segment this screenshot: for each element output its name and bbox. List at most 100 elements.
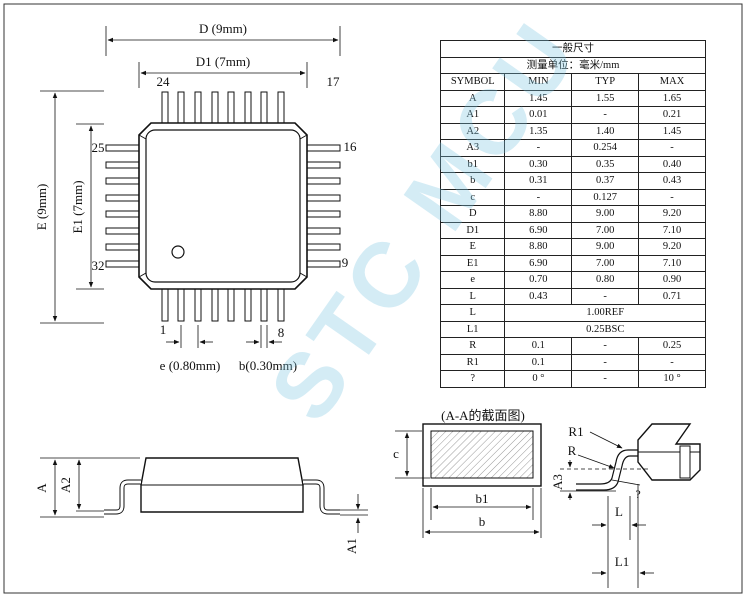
table-row: A3-0.254-	[439, 139, 706, 157]
pin-label-32: 32	[92, 258, 105, 273]
table-unit-row: 测量单位：毫米/mm	[440, 56, 706, 74]
pin-label-16: 16	[344, 139, 358, 154]
table-header-row: SYMBOL MIN TYP MAX	[439, 73, 706, 91]
table-cell-value: 0.43	[504, 287, 573, 305]
table-cell-symbol: L	[439, 287, 506, 305]
table-cell-symbol: e	[439, 271, 506, 289]
table-cell-symbol: A1	[439, 106, 506, 124]
detail-lead-top	[576, 449, 638, 485]
table-cell-value: 0.1	[504, 353, 573, 371]
dim-b-label: b	[479, 514, 486, 529]
table-cell-value: -	[504, 139, 573, 157]
table-cell-symbol: A	[439, 89, 506, 107]
table-cell-symbol: b	[439, 172, 506, 190]
table-unit: 测量单位：毫米/mm	[440, 56, 706, 74]
dim-b1-label: b1	[476, 491, 489, 506]
dim-d-label: D (9mm)	[199, 21, 247, 36]
table-cell-value: 0.37	[571, 172, 640, 190]
table-cell-value: 0.71	[638, 287, 706, 305]
right-leads	[303, 144, 341, 268]
a3-label: A3	[550, 474, 565, 490]
table-cell-value: 1.35	[504, 122, 573, 140]
table-cell-symbol: E1	[439, 254, 506, 272]
bottom-leads	[161, 287, 285, 322]
table-cell-symbol: c	[439, 188, 506, 206]
dim-e-label: E (9mm)	[34, 184, 49, 231]
table-cell-symbol: A2	[439, 122, 506, 140]
pin-label-24: 24	[157, 74, 171, 89]
pin-label-25: 25	[92, 140, 105, 155]
table-row: c-0.127-	[439, 188, 706, 206]
pin1-marker	[171, 245, 185, 259]
lead-width-label: b(0.30mm)	[239, 358, 297, 373]
table-cell-value: -	[571, 287, 640, 305]
table-cell-value: 6.90	[504, 221, 573, 239]
table-row: ?0 °-10 °	[439, 370, 706, 388]
table-cell-symbol: ?	[439, 370, 506, 388]
header-symbol: SYMBOL	[439, 73, 506, 91]
dim-d1-label: D1 (7mm)	[196, 54, 251, 69]
detail-lead-bottom	[576, 455, 638, 491]
table-cell-value: 6.90	[504, 254, 573, 272]
table-cell-symbol: E	[439, 238, 506, 256]
dim-e1-label: E1 (7mm)	[70, 180, 85, 233]
header-typ: TYP	[571, 73, 640, 91]
dim-a1-label: A1	[344, 538, 359, 554]
table-cell-value: 0.254	[571, 139, 640, 157]
table-cell-symbol: b1	[439, 155, 506, 173]
table-cell-value: 0.01	[504, 106, 573, 124]
table-cell-value: 0.21	[638, 106, 706, 124]
table-cell-symbol: D	[439, 205, 506, 223]
table-title-row: 一般尺寸	[440, 40, 706, 58]
table-cell-value: 1.65	[638, 89, 706, 107]
table-cell-value: 1.45	[638, 122, 706, 140]
table-cell-value: 1.40	[571, 122, 640, 140]
drawing-frame	[3, 3, 743, 594]
pin-label-9: 9	[342, 255, 349, 270]
table-cell-value: -	[571, 106, 640, 124]
table-cell-value: 1.45	[504, 89, 573, 107]
l1-label: L1	[615, 554, 629, 569]
table-cell-value: 0.90	[638, 271, 706, 289]
package-inner-outline	[145, 129, 301, 283]
table-cell-value: 0.40	[638, 155, 706, 173]
table-cell-value: 7.00	[571, 254, 640, 272]
table-title: 一般尺寸	[440, 40, 706, 58]
dim-c-label: c	[393, 446, 399, 461]
table-cell-value: 8.80	[504, 238, 573, 256]
header-max: MAX	[638, 73, 706, 91]
table-cell-symbol: A3	[439, 139, 506, 157]
table-cell-value: 0.25BSC	[504, 320, 706, 338]
table-cell-value: 0.25	[638, 337, 706, 355]
table-cell-symbol: R1	[439, 353, 506, 371]
lead-detail-view: R1 R A3 ? L L1	[550, 423, 701, 588]
section-view: (A-A的截面图) c b1 b	[393, 408, 542, 538]
l-label: L	[615, 504, 623, 519]
section-lead-core	[430, 430, 534, 479]
table-cell-value: 0.70	[504, 271, 573, 289]
table-cell-value: 8.80	[504, 205, 573, 223]
dim-a-label: A	[34, 483, 49, 493]
table-cell-value: 1.55	[571, 89, 640, 107]
table-cell-value: 7.00	[571, 221, 640, 239]
table-cell-value: 10 °	[638, 370, 706, 388]
pitch-label: e (0.80mm)	[160, 358, 221, 373]
left-leads	[105, 144, 143, 268]
r1-label: R1	[568, 424, 583, 439]
pin-label-1: 1	[160, 322, 167, 337]
